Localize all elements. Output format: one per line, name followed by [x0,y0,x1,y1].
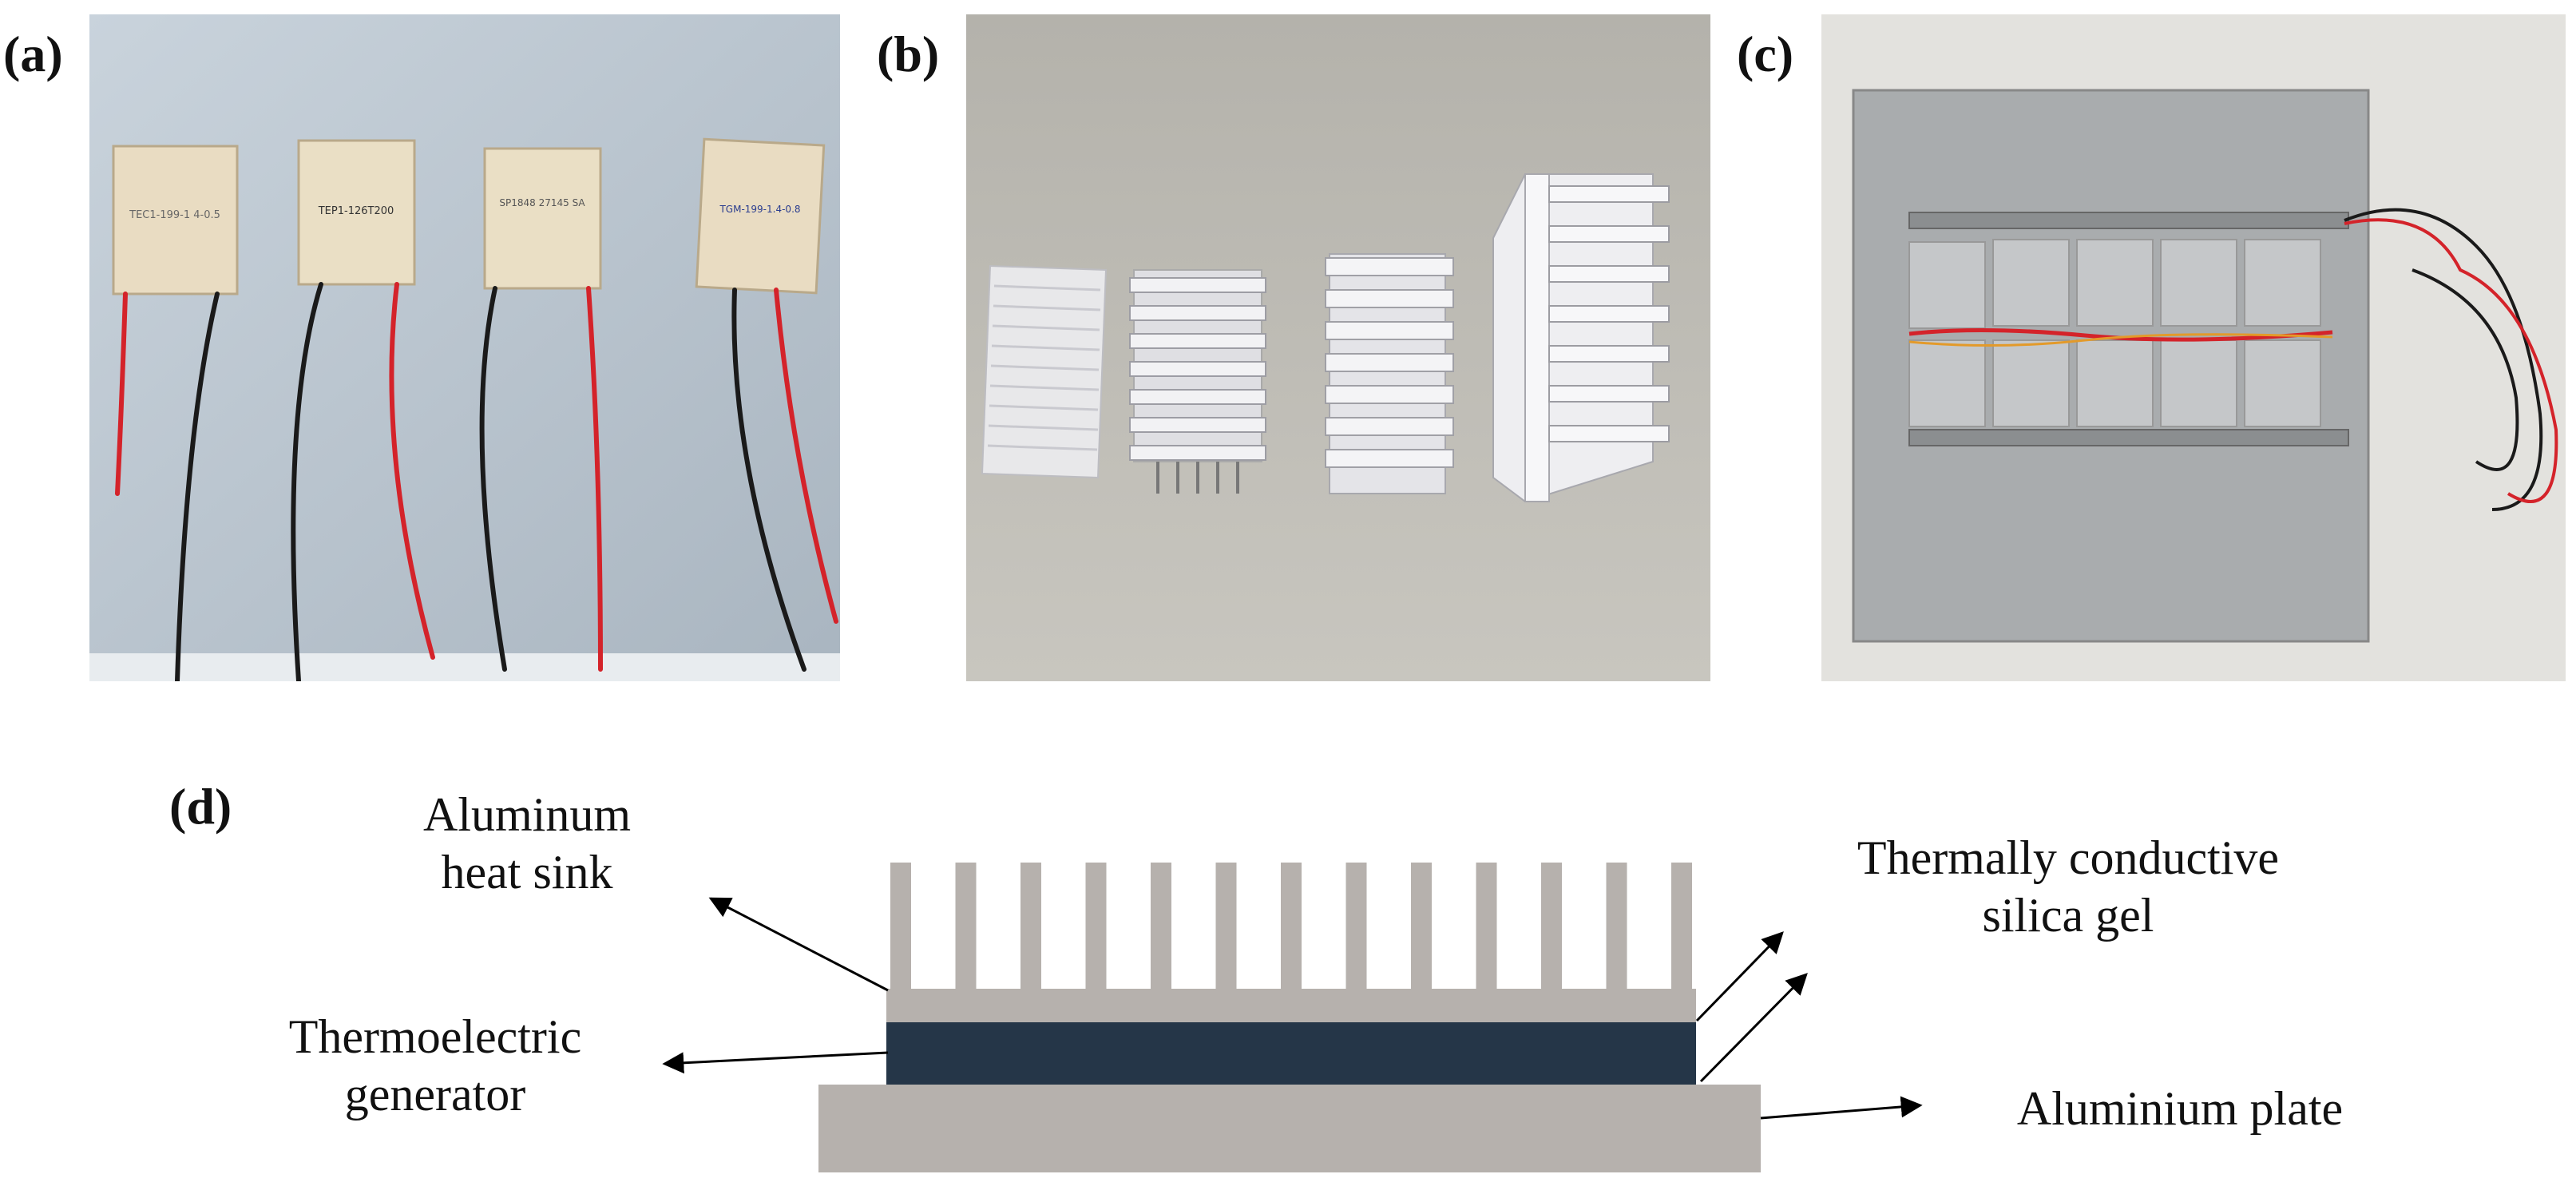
tec-module: SP1848 27145 SA [483,147,602,290]
heat-sink-fin [890,863,911,989]
heat-sink-fin [1215,863,1237,989]
panel-a-label: (a) [3,26,63,82]
arrow-plate [1760,1096,1923,1120]
arrow-heat-sink [708,897,889,992]
photo-heat-sinks [966,14,1710,681]
module-text: SP1848 27145 SA [499,197,585,208]
heat-sink-large [1492,173,1670,503]
heat-sink-fin [1671,863,1692,989]
heat-sink-fin [1151,863,1171,989]
heat-sink-small [981,264,1108,479]
thermoelectric-generator-layer [886,1022,1696,1085]
label-aluminum-heat-sink: Aluminum heat sink [422,788,631,898]
heat-sink-fin [1085,863,1107,989]
tec-module: TGM-199-1.4-0.8 [695,137,826,295]
label-thermally-conductive-silica-gel: Thermally conductive silica gel [1857,831,2280,942]
teg-grid [1908,239,2321,427]
heat-sink-fins [890,863,1692,989]
photo-teg-assembly [1821,14,2566,681]
heat-sink-fin [1541,863,1562,989]
module-text: TEP1-126T200 [318,205,394,217]
arrow-gel-lower [1699,973,1808,1083]
heat-sink-fin [1345,863,1367,989]
heat-sink-finned [1129,269,1266,494]
heat-sink-fin [955,863,977,989]
panel-c-label: (c) [1737,26,1794,82]
heat-sink-fin [1476,863,1497,989]
aluminium-plate-layer [818,1085,1761,1172]
label-aluminium-plate: Aluminium plate [2016,1082,2344,1135]
panel-b-label: (b) [877,26,940,82]
tec-module: TEC1-199-1 4-0.5 [112,145,239,296]
photo-thermoelectric-modules: TEC1-199-1 4-0.5 TEP1-126T200 SP1848 271… [89,14,840,681]
heat-sink-medium [1325,253,1454,494]
label-thermoelectric-generator: Thermoelectric generator [288,1010,582,1121]
heat-sink-fin [1606,863,1627,989]
module-text: TGM-199-1.4-0.8 [719,204,800,215]
svg-text:SP1848 27145 SA: SP1848 27145 SA [499,197,585,208]
heat-sink-fin [1020,863,1041,989]
panel-d-label: (d) [169,778,232,835]
heat-sink-fin [1281,863,1302,989]
module-text: TEC1-199-1 4-0.5 [129,209,220,221]
arrow-gel-upper [1695,931,1784,1022]
heat-sink-base [886,989,1696,1022]
tec-module: TEP1-126T200 [297,139,416,286]
heat-sink-fin [1411,863,1432,989]
arrow-teg [662,1051,889,1074]
